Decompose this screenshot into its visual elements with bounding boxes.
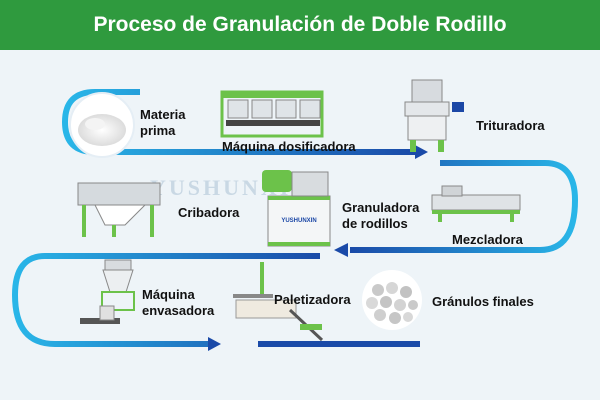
label-trituradora: Trituradora bbox=[476, 118, 545, 133]
raw-material-image bbox=[69, 92, 135, 158]
screening-machine-image bbox=[77, 182, 161, 237]
arrow-head-row3 bbox=[208, 337, 221, 351]
label-mezcladora: Mezcladora bbox=[452, 232, 523, 247]
label-materia-prima: Materia prima bbox=[140, 107, 186, 138]
flow-arrow-left-loop bbox=[11, 253, 320, 347]
batching-machine-image bbox=[220, 90, 324, 138]
label-paletizadora: Paletizadora bbox=[274, 292, 351, 307]
flow-arrow-right-loop bbox=[350, 160, 579, 253]
label-maquina-envasadora: Máquina envasadora bbox=[142, 287, 215, 318]
palletizer-image bbox=[233, 262, 324, 342]
arrow-head-row1 bbox=[415, 145, 428, 159]
final-granules-image bbox=[362, 270, 422, 330]
label-maquina-dosificadora: Máquina dosificadora bbox=[222, 139, 356, 154]
header-bar bbox=[0, 0, 600, 50]
granulator-brand-text: YUSHUNXIN bbox=[281, 218, 316, 224]
label-granuladora: Granuladora de rodillos bbox=[342, 200, 420, 231]
arrow-head-row2 bbox=[334, 243, 348, 257]
mixer-image bbox=[431, 185, 521, 222]
packing-machine-image bbox=[80, 259, 135, 324]
roller-granulator-image: YUSHUNXIN bbox=[262, 170, 331, 247]
crusher-image bbox=[404, 79, 464, 152]
label-cribadora: Cribadora bbox=[178, 205, 240, 220]
page-title: Proceso de Granulación de Doble Rodillo bbox=[93, 13, 507, 36]
label-granulos-finales: Gránulos finales bbox=[432, 294, 534, 309]
